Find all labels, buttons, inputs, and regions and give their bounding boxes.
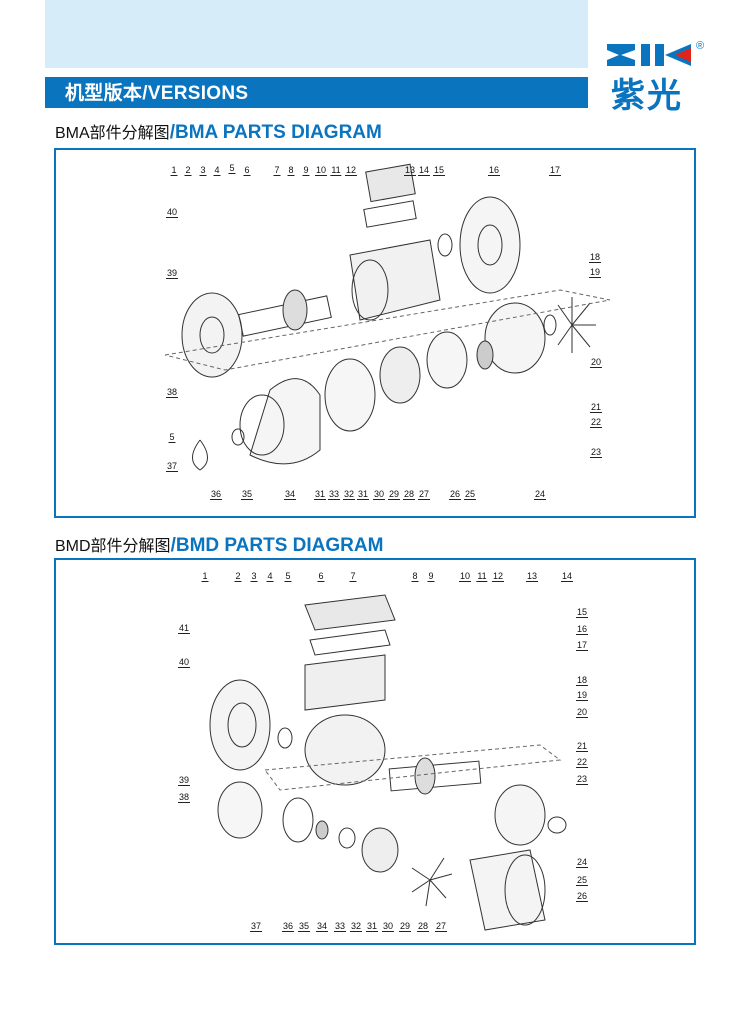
bmd-title-en: /BMD PARTS DIAGRAM: [170, 535, 384, 556]
bma-part-label-23: 23: [589, 447, 603, 458]
bmd-part-label-7: 7: [349, 571, 357, 582]
bmd-part-label-12: 12: [491, 571, 505, 582]
bma-part-label-13: 13: [403, 165, 417, 176]
bmd-part-label-18: 18: [575, 675, 589, 686]
bma-part-label-18: 18: [588, 252, 602, 263]
bma-parts-illustration: [164, 163, 611, 471]
bmd-part-label-40: 40: [177, 657, 191, 668]
logo-chinese-name: 紫光: [611, 76, 683, 116]
bmd-part-label-38: 38: [177, 792, 191, 803]
bma-part-label-29: 29: [387, 489, 401, 500]
bma-part-label-17: 17: [548, 165, 562, 176]
bma-part-label-19: 19: [588, 267, 602, 278]
bma-part-label-15: 15: [432, 165, 446, 176]
bma-diagram-frame: [54, 148, 696, 518]
header-band: [45, 0, 588, 68]
bmd-part-label-23: 23: [575, 774, 589, 785]
bmd-part-label-29: 29: [398, 921, 412, 932]
bmd-part-label-30: 30: [381, 921, 395, 932]
bmd-part-label-34: 34: [315, 921, 329, 932]
bmd-part-label-17: 17: [575, 640, 589, 651]
bmd-part-label-31: 31: [365, 921, 379, 932]
bmd-part-label-37: 37: [249, 921, 263, 932]
bmd-parts-illustration: [209, 594, 567, 931]
bma-part-label-11: 11: [330, 165, 342, 176]
bmd-part-label-13: 13: [525, 571, 539, 582]
bmd-part-label-35: 35: [297, 921, 311, 932]
bmd-part-label-26: 26: [575, 891, 589, 902]
bmd-part-label-6: 6: [317, 571, 325, 582]
bma-part-label-30: 30: [372, 489, 386, 500]
bmd-part-label-32: 32: [349, 921, 363, 932]
bmd-title-cn: BMD部件分解图: [55, 538, 171, 555]
bmd-part-label-9: 9: [427, 571, 435, 582]
bmd-part-label-20: 20: [575, 707, 589, 718]
bma-part-label-35: 35: [240, 489, 254, 500]
bmd-part-label-36: 36: [281, 921, 295, 932]
bma-part-label-27: 27: [417, 489, 431, 500]
bmd-part-label-28: 28: [416, 921, 430, 932]
versions-banner: 机型版本/VERSIONS: [45, 77, 588, 108]
bma-part-label-5: 5: [168, 432, 176, 443]
bmd-diagram-frame: [54, 558, 696, 945]
bma-part-label-4: 4: [213, 165, 221, 176]
bma-part-label-7: 7: [273, 165, 281, 176]
bma-part-label-16: 16: [487, 165, 501, 176]
bma-part-label-38: 38: [165, 387, 179, 398]
bma-part-label-36: 36: [209, 489, 223, 500]
bmd-part-label-39: 39: [177, 775, 191, 786]
bmd-part-label-22: 22: [575, 757, 589, 768]
bma-part-label-34: 34: [283, 489, 297, 500]
bma-part-label-24: 24: [533, 489, 547, 500]
bmd-part-label-24: 24: [575, 857, 589, 868]
bma-part-label-1: 1: [170, 165, 178, 176]
bmd-part-label-10: 10: [458, 571, 472, 582]
bma-part-label-3: 3: [199, 165, 207, 176]
bma-part-label-21: 21: [589, 402, 603, 413]
registered-mark: ®: [696, 40, 705, 52]
bmd-part-label-5: 5: [284, 571, 292, 582]
bma-part-label-5: 5: [228, 163, 236, 174]
bma-part-label-2: 2: [184, 165, 192, 176]
bma-part-label-20: 20: [589, 357, 603, 368]
bma-part-label-9: 9: [302, 165, 310, 176]
bma-part-label-10: 10: [314, 165, 328, 176]
zik-logo-mark-icon: [607, 44, 691, 66]
bma-part-label-6: 6: [243, 165, 251, 176]
bmd-part-label-41: 41: [177, 623, 191, 634]
bmd-part-label-15: 15: [575, 607, 589, 618]
bmd-part-label-14: 14: [560, 571, 574, 582]
bmd-part-label-25: 25: [575, 875, 589, 886]
bma-part-label-12: 12: [344, 165, 358, 176]
bma-part-label-14: 14: [417, 165, 431, 176]
bmd-part-label-3: 3: [250, 571, 258, 582]
bmd-part-label-33: 33: [333, 921, 347, 932]
bmd-part-label-21: 21: [575, 741, 589, 752]
bma-title-en: /BMA PARTS DIAGRAM: [169, 122, 382, 143]
bma-part-label-31: 31: [356, 489, 370, 500]
bma-part-label-33: 33: [327, 489, 341, 500]
bma-section-title: BMA部件分解图/BMA PARTS DIAGRAM: [55, 119, 382, 144]
bma-part-label-22: 22: [589, 417, 603, 428]
bmd-part-label-27: 27: [434, 921, 448, 932]
bmd-part-label-1: 1: [201, 571, 209, 582]
bma-part-label-32: 32: [342, 489, 356, 500]
bma-part-label-8: 8: [287, 165, 295, 176]
bmd-part-label-11: 11: [476, 571, 488, 582]
bma-part-label-37: 37: [165, 461, 179, 472]
bma-part-label-26: 26: [448, 489, 462, 500]
bmd-part-label-4: 4: [266, 571, 274, 582]
bmd-part-label-19: 19: [575, 690, 589, 701]
bma-part-label-28: 28: [402, 489, 416, 500]
bma-part-label-25: 25: [463, 489, 477, 500]
bmd-section-title: BMD部件分解图/BMD PARTS DIAGRAM: [55, 532, 383, 557]
bma-part-label-31: 31: [313, 489, 327, 500]
bma-part-label-40: 40: [165, 207, 179, 218]
bmd-part-label-8: 8: [411, 571, 419, 582]
bmd-part-label-16: 16: [575, 624, 589, 635]
zik-logo: ® 紫光: [605, 40, 710, 116]
bma-title-cn: BMA部件分解图: [55, 125, 170, 142]
bmd-part-label-2: 2: [234, 571, 242, 582]
bma-part-label-39: 39: [165, 268, 179, 279]
